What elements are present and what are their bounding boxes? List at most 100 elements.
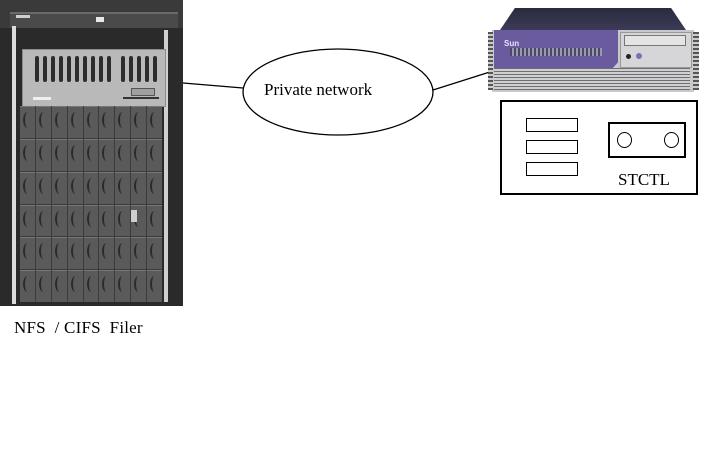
rack-handle-left	[488, 32, 493, 90]
card-slot	[526, 140, 578, 154]
vent-slot	[43, 56, 47, 82]
disk-drive	[115, 270, 131, 302]
disk-drive	[20, 237, 35, 270]
disk-drive	[51, 138, 67, 171]
disk-drive	[115, 204, 131, 237]
stctl-chassis: STCTL	[500, 100, 698, 195]
disk-drive	[20, 138, 35, 171]
disk-drive	[83, 138, 99, 171]
disk-drive	[35, 237, 51, 270]
disk-drive	[99, 204, 115, 237]
vent-slot	[121, 56, 125, 82]
server-top-cover	[500, 8, 686, 30]
disk-drive	[99, 237, 115, 270]
server-vent-grille	[494, 68, 690, 90]
rack-rail-right	[164, 30, 168, 302]
disk-drive	[51, 237, 67, 270]
link-filer-to-network	[182, 82, 244, 89]
vent-slot	[129, 56, 133, 82]
power-button-icon	[626, 54, 631, 59]
cdrom-tray	[624, 35, 686, 46]
disk-drive	[147, 138, 162, 171]
disk-drive	[20, 106, 35, 138]
disk-drive	[51, 204, 67, 237]
disk-drive	[147, 270, 162, 302]
disk-drive	[35, 138, 51, 171]
disk-drive	[147, 204, 162, 237]
vent-slot	[75, 56, 79, 82]
vent-slot	[83, 56, 87, 82]
head-unit-label-plate	[33, 97, 51, 100]
disk-drive	[147, 171, 162, 204]
link-network-to-server	[432, 70, 494, 91]
disk-drive	[67, 204, 83, 237]
disk-drive	[99, 171, 115, 204]
disk-drive	[131, 106, 147, 138]
disk-drive	[99, 138, 115, 171]
disk-tag	[131, 210, 137, 222]
disk-drive	[115, 237, 131, 270]
disk-drive	[35, 204, 51, 237]
private-network-label: Private network	[264, 80, 373, 99]
disk-drive	[83, 270, 99, 302]
rack-rail-left	[12, 26, 16, 304]
head-unit-drive	[131, 88, 155, 96]
disk-drive	[51, 270, 67, 302]
disk-drive	[67, 237, 83, 270]
disk-drive	[83, 106, 99, 138]
card-slot	[526, 118, 578, 132]
head-unit-slot	[123, 97, 159, 99]
rack-indicator	[16, 15, 30, 18]
disk-drive	[20, 204, 35, 237]
disk-drive	[35, 171, 51, 204]
filer-head-unit	[22, 49, 166, 107]
rack-indicator	[96, 17, 104, 22]
disk-drive	[115, 138, 131, 171]
vent-slot	[137, 56, 141, 82]
disk-drive	[131, 171, 147, 204]
disk-drive	[131, 237, 147, 270]
disk-drive	[51, 171, 67, 204]
rack-top-slot	[10, 12, 178, 28]
disk-drive	[20, 270, 35, 302]
stctl-label: STCTL	[618, 170, 670, 189]
disk-drive	[83, 237, 99, 270]
sun-logo: Sun	[504, 39, 520, 48]
disk-drive	[67, 171, 83, 204]
server-bezel-grille	[510, 48, 602, 56]
stctl-controller	[608, 122, 686, 158]
disk-drive	[67, 138, 83, 171]
disk-drive	[83, 204, 99, 237]
private-network-ellipse	[242, 48, 434, 136]
card-slot	[526, 162, 578, 176]
disk-drive	[99, 270, 115, 302]
disk-drive	[131, 270, 147, 302]
vent-slot	[67, 56, 71, 82]
vent-slot	[99, 56, 103, 82]
disk-drive	[51, 106, 67, 138]
disk-drive	[67, 106, 83, 138]
rack-handle-right	[693, 32, 699, 90]
disk-drive	[67, 270, 83, 302]
disk-drive	[115, 106, 131, 138]
disk-shelf-grid	[20, 106, 162, 302]
port-circle-icon	[617, 132, 632, 148]
disk-drive	[35, 106, 51, 138]
sun-server-image: Sun	[488, 8, 700, 94]
vent-slot	[145, 56, 149, 82]
disk-drive	[99, 106, 115, 138]
disk-drive	[131, 138, 147, 171]
filer-rack-image	[0, 0, 183, 306]
vent-slot	[91, 56, 95, 82]
vent-slot	[153, 56, 157, 82]
vent-slot	[107, 56, 111, 82]
port-circle-icon	[664, 132, 679, 148]
disk-drive	[115, 171, 131, 204]
disk-drive	[147, 106, 162, 138]
key-switch-icon	[636, 53, 642, 59]
vent-slot	[35, 56, 39, 82]
disk-drive	[147, 237, 162, 270]
disk-drive	[20, 171, 35, 204]
disk-drive	[35, 270, 51, 302]
